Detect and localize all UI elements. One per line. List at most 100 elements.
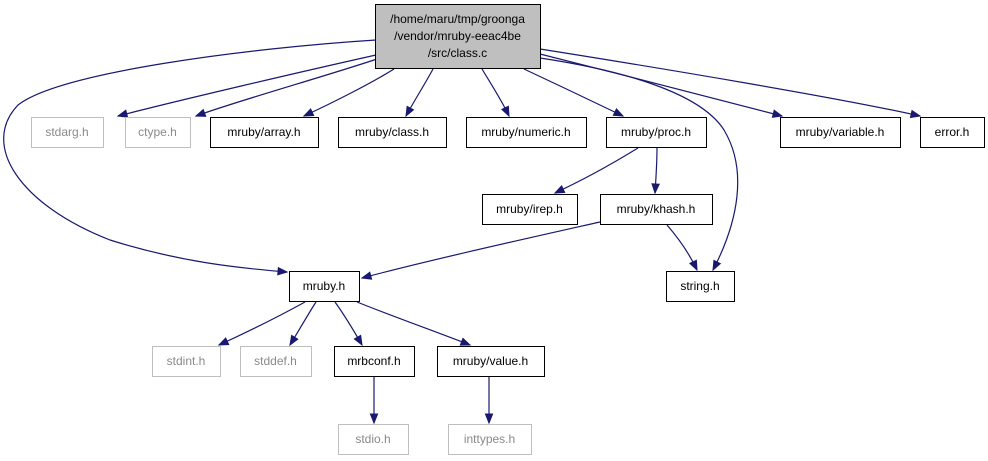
node-box	[338, 117, 447, 148]
edge-line	[539, 53, 783, 117]
arrowhead	[484, 413, 494, 425]
node-box	[31, 117, 104, 148]
edge-line	[554, 147, 639, 194]
node-box	[375, 4, 541, 69]
node-mruby-khash[interactable]: mruby/khash.h	[600, 194, 713, 225]
node-label: mruby/proc.h	[621, 125, 691, 139]
node-box	[125, 117, 191, 148]
edge-line	[539, 57, 739, 271]
arrowhead	[500, 105, 510, 118]
node-mruby-class[interactable]: mruby/class.h	[338, 117, 447, 148]
edge-root-to-mruby-numeric	[481, 68, 510, 118]
edge-line	[356, 301, 471, 346]
arrowhead	[116, 109, 129, 118]
node-string[interactable]: string.h	[666, 271, 735, 302]
arrowhead	[771, 109, 784, 118]
arrowhead	[360, 271, 373, 280]
node-box	[338, 424, 409, 455]
node-inttypes: inttypes.h	[448, 424, 532, 455]
arrowhead	[553, 185, 566, 194]
node-label: mruby/array.h	[227, 125, 300, 139]
node-stddef: stddef.h	[240, 346, 312, 377]
node-mruby-numeric[interactable]: mruby/numeric.h	[466, 117, 587, 148]
node-mruby-value[interactable]: mruby/value.h	[437, 346, 545, 377]
node-box	[482, 194, 578, 225]
edge-line	[303, 68, 395, 117]
node-label: stdio.h	[355, 432, 390, 446]
node-label: /vendor/mruby-eeac4be	[394, 29, 521, 43]
edge-layer	[3, 39, 922, 425]
edge-root-to-mruby-proc	[523, 68, 625, 117]
node-box	[600, 194, 713, 225]
arrowhead	[289, 334, 299, 347]
edge-mruby-to-mrbconf	[334, 301, 363, 347]
arrowhead	[194, 108, 207, 117]
edge-mrbconf-to-stdio	[369, 376, 379, 425]
node-box	[240, 346, 312, 377]
arrowhead	[651, 183, 660, 195]
edge-mruby-proc-to-mruby-khash	[651, 147, 660, 195]
arrowhead	[302, 108, 315, 117]
node-box	[448, 424, 532, 455]
edge-root-to-stdarg	[116, 54, 377, 118]
node-label: mruby/numeric.h	[481, 125, 570, 139]
node-label: error.h	[935, 125, 970, 139]
node-mruby[interactable]: mruby.h	[289, 271, 360, 302]
arrowhead	[612, 107, 625, 117]
node-box	[289, 271, 360, 302]
node-root[interactable]: /home/maru/tmp/groonga/vendor/mruby-eeac…	[375, 4, 541, 69]
node-label: stddef.h	[254, 354, 297, 368]
node-label: mruby/value.h	[453, 354, 528, 368]
node-label: mruby/variable.h	[796, 125, 885, 139]
node-stdint: stdint.h	[152, 346, 221, 377]
arrowhead	[277, 266, 289, 276]
edge-mruby-to-stdint	[217, 301, 306, 346]
node-label: mrbconf.h	[347, 354, 400, 368]
edge-root-to-mruby-array	[302, 68, 395, 117]
node-box	[920, 117, 985, 148]
node-box	[606, 117, 707, 148]
edge-mruby-to-stddef	[289, 301, 317, 347]
edge-root-to-mruby-class	[405, 68, 434, 118]
node-label: ctype.h	[138, 125, 177, 139]
edge-mruby-value-to-inttypes	[484, 377, 494, 425]
node-label: mruby/khash.h	[617, 202, 696, 216]
node-mruby-irep[interactable]: mruby/irep.h	[482, 194, 578, 225]
arrowhead	[405, 105, 415, 118]
edge-mruby-to-mruby-value	[356, 301, 472, 346]
edge-root-to-mruby-variable	[539, 53, 784, 118]
edge-mruby-khash-to-string	[666, 224, 698, 272]
node-box	[210, 117, 319, 148]
node-mruby-variable[interactable]: mruby/variable.h	[780, 117, 901, 148]
arrowhead	[369, 413, 379, 425]
node-layer: /home/maru/tmp/groonga/vendor/mruby-eeac…	[31, 4, 985, 455]
node-box	[466, 117, 587, 148]
node-label: mruby.h	[303, 279, 345, 293]
node-label: mruby/irep.h	[496, 202, 563, 216]
edge-line	[539, 48, 921, 117]
node-box	[780, 117, 901, 148]
arrowhead	[353, 334, 363, 347]
arrowhead	[909, 109, 922, 119]
node-mruby-array[interactable]: mruby/array.h	[210, 117, 319, 148]
edge-line	[195, 57, 381, 117]
node-box	[334, 346, 415, 377]
node-box	[666, 271, 735, 302]
node-ctype: ctype.h	[125, 117, 191, 148]
node-label: /home/maru/tmp/groonga	[390, 12, 525, 26]
edge-line	[361, 221, 601, 279]
arrowhead	[688, 259, 698, 272]
edge-line	[3, 39, 377, 273]
node-error[interactable]: error.h	[920, 117, 985, 148]
arrowhead	[217, 337, 230, 346]
node-label: mruby/class.h	[355, 125, 429, 139]
edge-line	[117, 54, 377, 117]
edge-mruby-proc-to-mruby-irep	[553, 147, 639, 194]
node-mruby-proc[interactable]: mruby/proc.h	[606, 117, 707, 148]
node-stdarg: stdarg.h	[31, 117, 104, 148]
edge-root-to-error	[539, 48, 922, 119]
node-mrbconf[interactable]: mrbconf.h	[334, 346, 415, 377]
edge-root-to-string	[539, 57, 739, 272]
